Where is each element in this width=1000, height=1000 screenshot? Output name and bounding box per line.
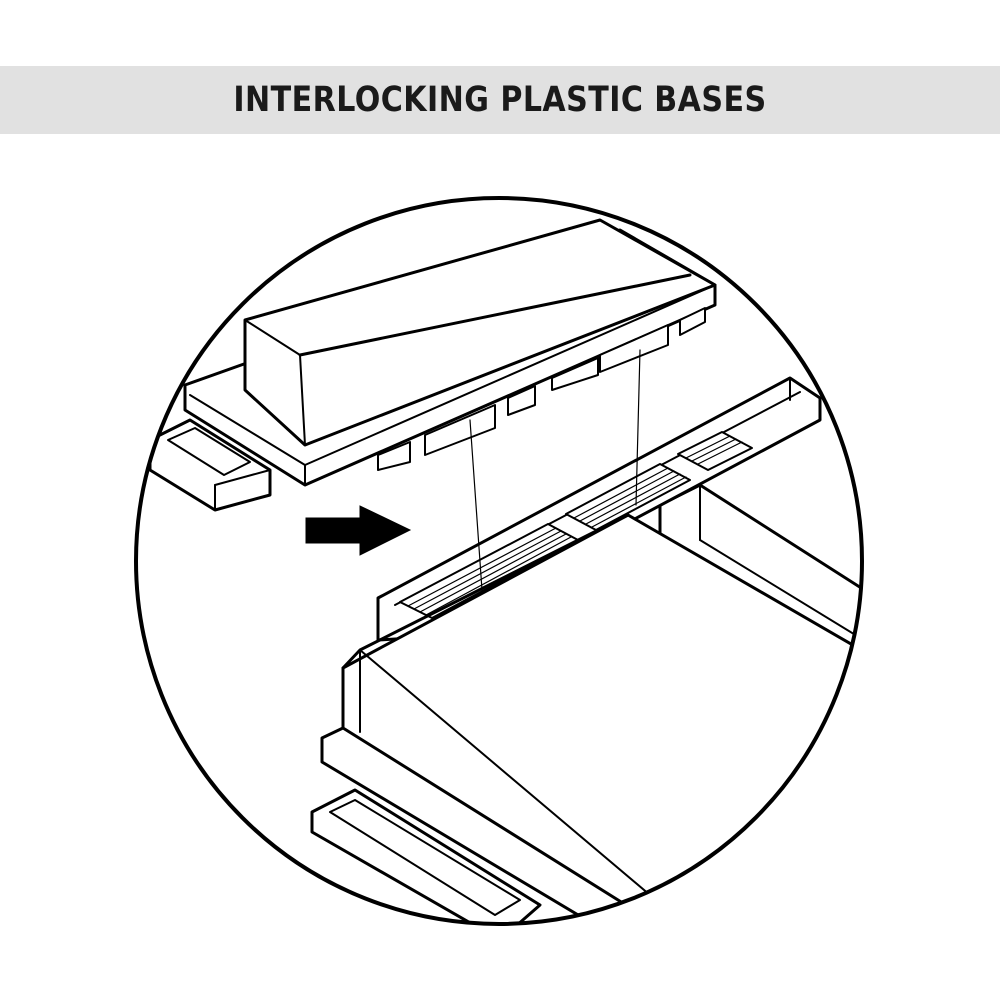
- interlock-slots: [399, 431, 753, 619]
- left-base-fragment: [148, 418, 272, 512]
- lower-base-rail: [376, 376, 822, 642]
- detail-circle: [134, 196, 864, 926]
- page-title: INTERLOCKING PLASTIC BASES: [233, 80, 767, 120]
- title-banner: INTERLOCKING PLASTIC BASES: [0, 66, 1000, 134]
- upper-base: [183, 218, 717, 487]
- arrow-right-icon: [305, 505, 412, 556]
- alignment-guides: [469, 349, 641, 591]
- interlock-tabs: [377, 307, 706, 471]
